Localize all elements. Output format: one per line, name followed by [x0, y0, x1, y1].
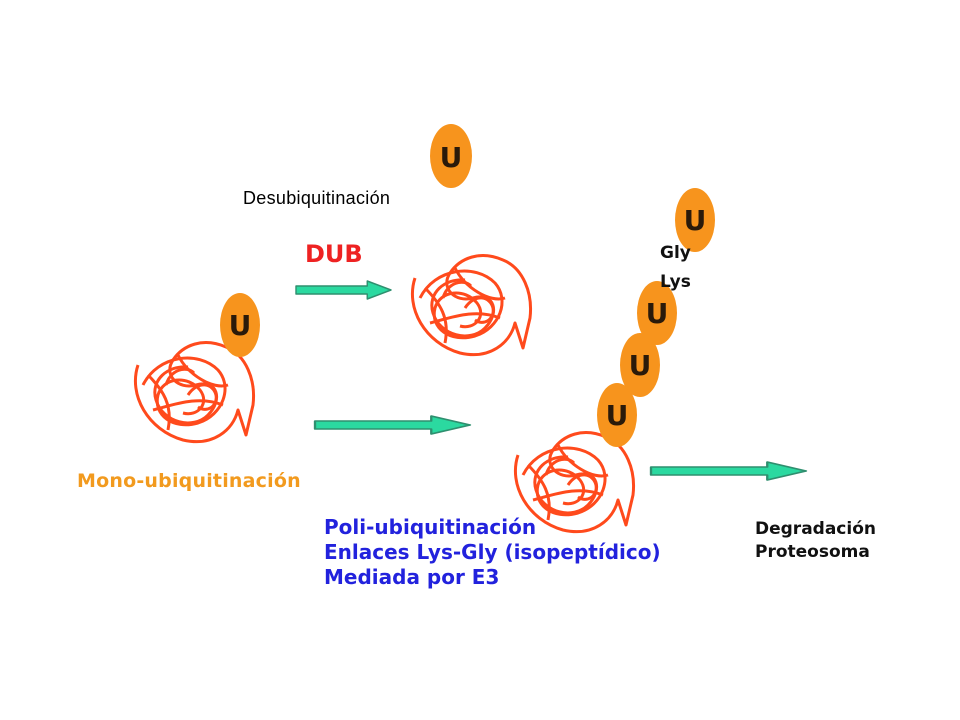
poly-caption-line-3: Mediada por E3: [324, 565, 500, 589]
poly-caption-line-1: Poli-ubiquitinación: [324, 515, 537, 539]
mono-ubiquitination-label: Mono-ubiquitinación: [77, 470, 301, 492]
arrow-degradation: [649, 460, 808, 482]
ubiquitin-chain-3: U: [637, 281, 677, 345]
svg-text:U: U: [684, 204, 707, 237]
arrow-dub: [295, 280, 392, 300]
degradation-caption: Degradación Proteosoma: [755, 518, 876, 564]
ubiquitin-mono: U: [220, 293, 260, 357]
degradation-line-2: Proteosoma: [755, 542, 870, 562]
lys-label: Lys: [660, 272, 691, 292]
ubiquitin-free: U: [430, 124, 472, 188]
svg-text:U: U: [629, 349, 652, 382]
ubiquitin-chain-2: U: [620, 333, 660, 397]
deubiquitination-label: Desubiquitinación: [243, 188, 391, 208]
svg-text:U: U: [440, 141, 463, 174]
svg-text:U: U: [646, 297, 669, 330]
dub-label: DUB: [305, 240, 363, 268]
protein-deubiquitinated: [410, 254, 533, 357]
poly-ubiquitination-caption: Poli-ubiquitinación Enlaces Lys-Gly (iso…: [324, 515, 661, 590]
degradation-line-1: Degradación: [755, 519, 876, 539]
svg-text:U: U: [606, 399, 629, 432]
svg-text:U: U: [229, 309, 252, 342]
gly-label: Gly: [660, 243, 691, 263]
ubiquitin-chain-top: U: [675, 188, 715, 252]
poly-caption-line-2: Enlaces Lys-Gly (isopeptídico): [324, 540, 661, 564]
ubiquitin-chain-1: U: [597, 383, 637, 447]
arrow-poly: [313, 414, 472, 436]
protein-mono: [133, 341, 256, 444]
